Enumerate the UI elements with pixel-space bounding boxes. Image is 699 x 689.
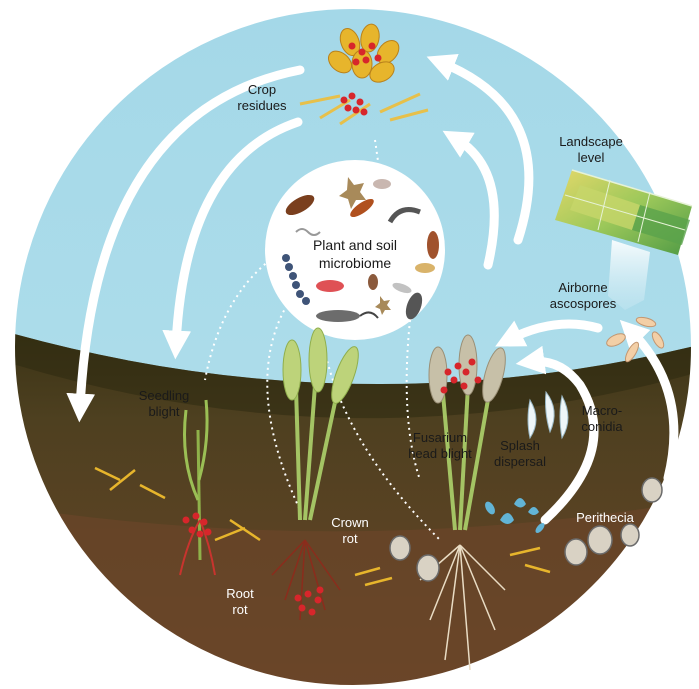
bacterium-icon xyxy=(373,179,391,189)
macroconidia-label-line1: Macro- xyxy=(582,403,622,418)
crop-residues-label-line2: residues xyxy=(237,98,287,113)
splash-dispersal-label-line2: dispersal xyxy=(494,454,546,469)
fusarium-head-blight-label-line1: Fusarium xyxy=(413,430,467,445)
airborne-ascospores-label-line1: Airborne xyxy=(558,280,607,295)
perithecia-label: Perithecia xyxy=(576,510,635,525)
landscape-level-label-line2: level xyxy=(578,150,605,165)
bacterium-icon xyxy=(427,231,439,259)
spore-icon xyxy=(415,263,435,273)
bacterium-icon xyxy=(316,310,360,322)
root-rot-label-line1: Root xyxy=(226,586,254,601)
bacterium-icon xyxy=(316,280,344,292)
landscape-level-label-line1: Landscape xyxy=(559,134,623,149)
bacterium-icon xyxy=(368,274,378,290)
seedling-blight-label-line1: Seedling xyxy=(139,388,190,403)
root-rot-label-line2: rot xyxy=(232,602,248,617)
crop-residues-label-line1: Crop xyxy=(248,82,276,97)
macroconidia-label-line2: conidia xyxy=(581,419,623,434)
crown-rot-label-line2: rot xyxy=(342,531,358,546)
splash-dispersal-label-line1: Splash xyxy=(500,438,540,453)
fusarium-head-blight-label-line2: head blight xyxy=(408,446,472,461)
microbiome-label-line1: Plant and soil xyxy=(313,237,397,253)
crown-rot-label-line1: Crown xyxy=(331,515,369,530)
seedling-blight-label-line2: blight xyxy=(148,404,179,419)
microbiome-label-line2: microbiome xyxy=(319,255,392,271)
airborne-ascospores-label-line2: ascospores xyxy=(550,296,617,311)
